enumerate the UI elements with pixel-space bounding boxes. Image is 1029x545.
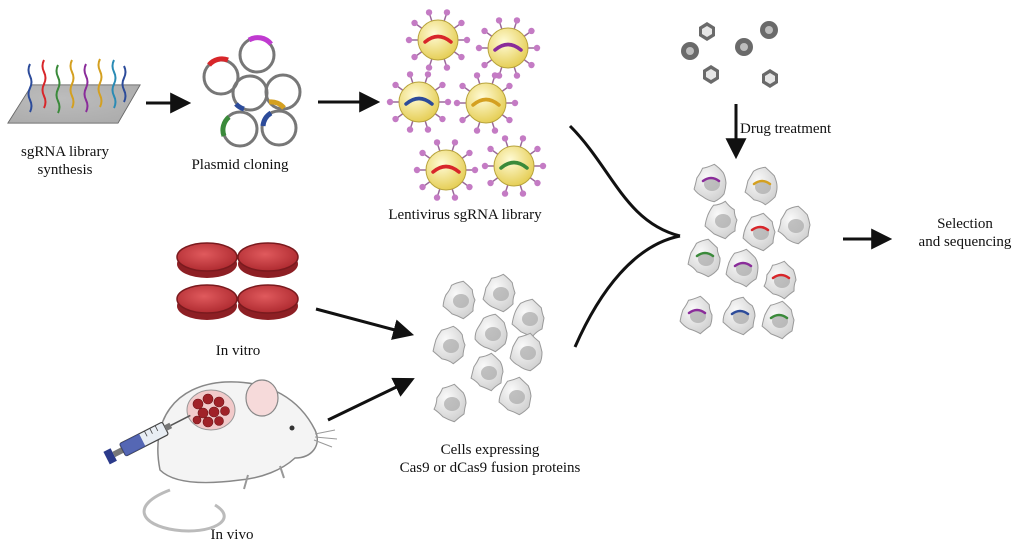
cell-icon (778, 206, 810, 243)
merge-curve-top (570, 126, 680, 236)
cell-icon (705, 201, 737, 238)
cell-icon (688, 239, 720, 276)
cell-icon (764, 261, 796, 298)
label-cells-line1: Cells expressing (380, 441, 600, 459)
cell-icon (471, 353, 503, 390)
cell-icon (723, 297, 755, 334)
cell-icon (475, 314, 507, 351)
virus-particle (454, 72, 518, 134)
cell-icon (694, 164, 726, 201)
cell-icon (762, 301, 794, 338)
arrow-invivo-to-cells (328, 380, 411, 420)
label-drug-treatment: Drug treatment (740, 120, 860, 138)
cell-icon (499, 377, 531, 414)
cell-icon (443, 281, 475, 318)
label-selection-line1: Selection (905, 215, 1025, 233)
label-plasmid-cloning: Plasmid cloning (170, 156, 310, 174)
cell-icon (726, 249, 758, 286)
petri-dish-icon (177, 243, 298, 320)
label-selection-line2: and sequencing (905, 233, 1025, 251)
virus-particle (387, 71, 451, 133)
label-in-vitro: In vitro (178, 342, 298, 360)
cell-icon (434, 384, 466, 421)
label-cells-line2: Cas9 or dCas9 fusion proteins (380, 459, 600, 477)
cell-icon (745, 167, 777, 204)
sgrna-chip-icon (8, 59, 140, 123)
mouse-icon (144, 380, 337, 531)
merge-curve-bottom (575, 236, 680, 347)
virus-particle (482, 135, 546, 197)
label-sgrna-synthesis-line2: synthesis (0, 161, 130, 179)
cell-icon (512, 299, 544, 336)
virus-particle (414, 139, 478, 201)
cell-icon (743, 213, 775, 250)
cell-cluster-transduced (680, 164, 810, 338)
virus-particle (476, 17, 540, 79)
cell-icon (510, 333, 542, 370)
cell-icon (483, 274, 515, 311)
drug-icon (681, 21, 778, 88)
cell-icon (433, 326, 465, 363)
label-lentivirus-library: Lentivirus sgRNA library (370, 206, 560, 224)
lentivirus-icon (387, 9, 546, 201)
plasmid-icon (204, 38, 300, 146)
label-in-vivo: In vivo (172, 526, 292, 544)
arrow-invitro-to-cells (316, 309, 410, 334)
label-sgrna-synthesis-line1: sgRNA library (0, 143, 130, 161)
virus-particle (406, 9, 470, 71)
cell-icon (680, 296, 712, 333)
cell-cluster-cas9 (433, 274, 544, 421)
